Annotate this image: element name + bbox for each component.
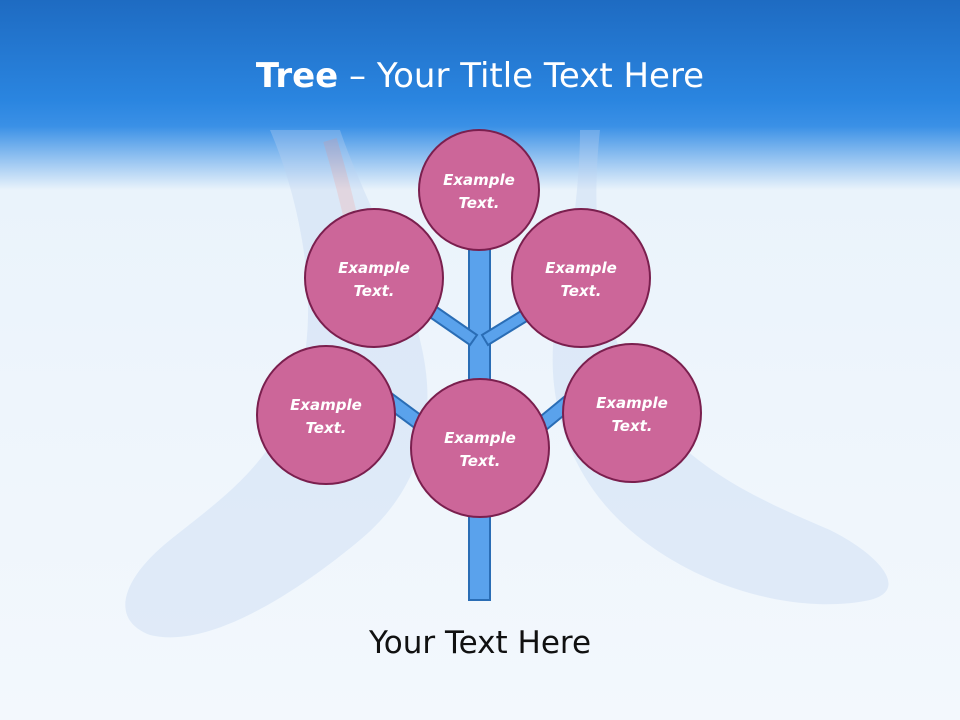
node-label-line1: Example xyxy=(290,396,362,414)
node-label-line2: Text. xyxy=(611,417,652,435)
node-circle xyxy=(410,378,550,518)
node-label-line2: Text. xyxy=(353,282,394,300)
node-label-line1: Example xyxy=(596,394,668,412)
node-label-line1: Example xyxy=(444,429,516,447)
node-circle xyxy=(304,208,444,348)
tree-node[interactable]: Example Text. xyxy=(418,129,540,251)
tree-node[interactable]: Example Text. xyxy=(562,343,702,483)
node-label-line2: Text. xyxy=(458,194,499,212)
title-bold: Tree xyxy=(255,56,339,96)
node-label-line2: Text. xyxy=(459,452,500,470)
tree-node[interactable]: Example Text. xyxy=(304,208,444,348)
node-circle xyxy=(511,208,651,348)
title-rest: – Your Title Text Here xyxy=(338,56,705,96)
node-label-line2: Text. xyxy=(305,419,346,437)
tree-node[interactable]: Example Text. xyxy=(410,378,550,518)
node-circle xyxy=(562,343,702,483)
node-circle xyxy=(418,129,540,251)
footer-text[interactable]: Your Text Here xyxy=(368,625,592,661)
node-label-line1: Example xyxy=(443,171,515,189)
node-label-line1: Example xyxy=(338,259,410,277)
node-label-line2: Text. xyxy=(560,282,601,300)
node-label-line1: Example xyxy=(545,259,617,277)
tree-node[interactable]: Example Text. xyxy=(511,208,651,348)
tree-node[interactable]: Example Text. xyxy=(256,345,396,485)
node-circle xyxy=(256,345,396,485)
slide-title[interactable]: Tree – Your Title Text Here xyxy=(0,54,960,98)
